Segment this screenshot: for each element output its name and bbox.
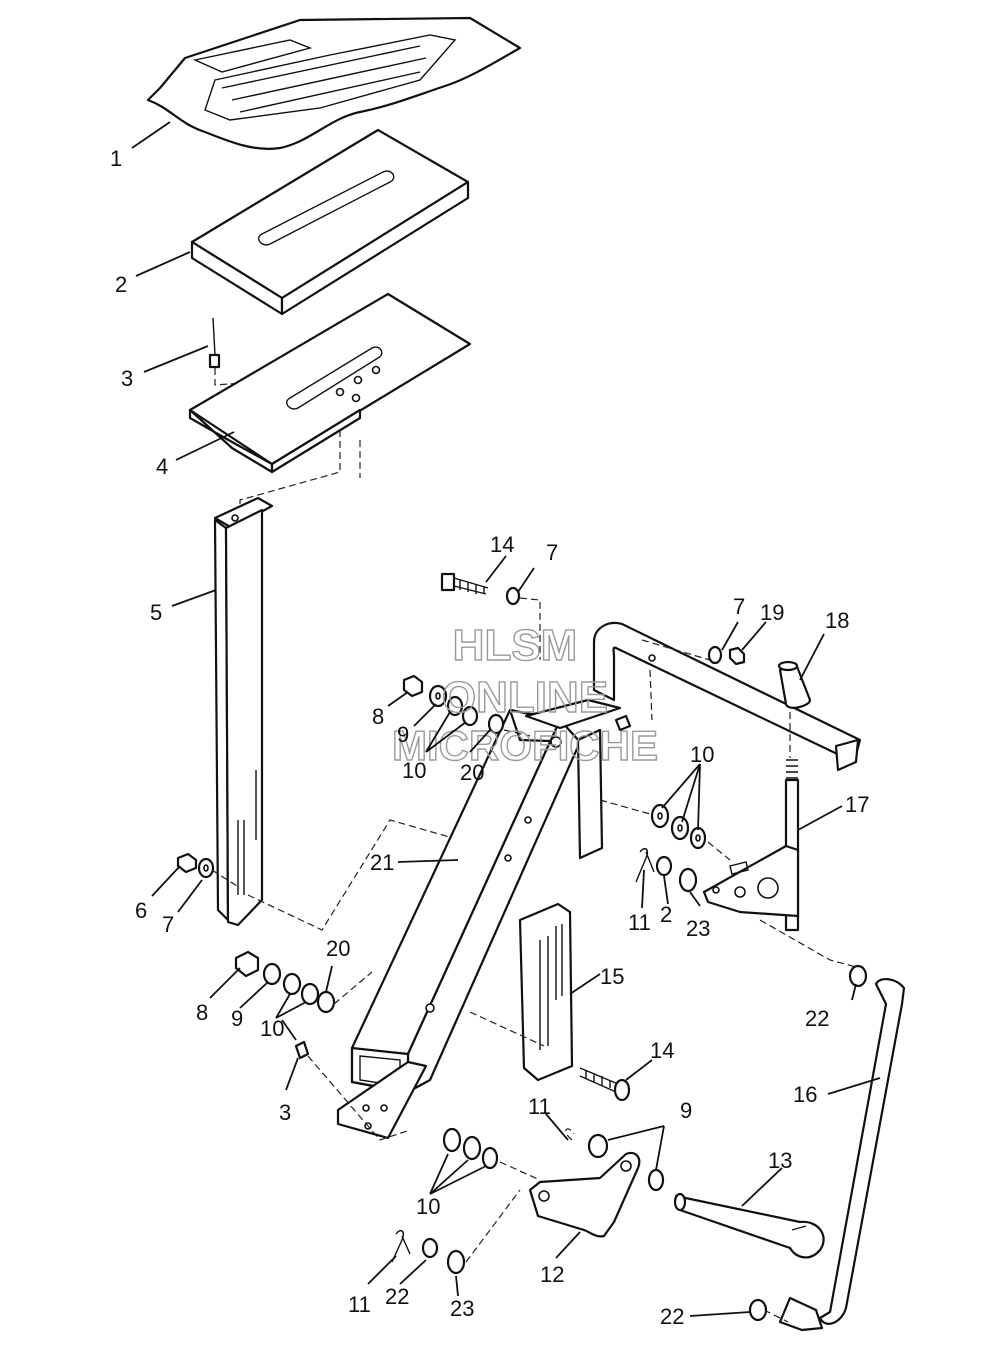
callout-22-pedal: 22 xyxy=(660,1304,684,1329)
part-13-pedal-link xyxy=(673,1192,825,1259)
part-12-pedal-bracket xyxy=(528,1128,641,1238)
callout-4: 4 xyxy=(156,454,168,479)
callout-3-lower: 3 xyxy=(279,1100,291,1125)
callout-10-bottom: 10 xyxy=(416,1194,440,1219)
washers-9-pedal xyxy=(587,1133,665,1192)
callout-9-top: 9 xyxy=(397,722,409,747)
part-handle-tube xyxy=(576,621,862,860)
part-5-seat-post xyxy=(213,496,274,927)
callout-7-right: 7 xyxy=(733,594,745,619)
callout-10-right: 10 xyxy=(690,742,714,767)
part-16-long-rod xyxy=(763,978,906,1332)
washers-22 xyxy=(748,964,868,1322)
callout-10-top: 10 xyxy=(402,758,426,783)
watermark: HLSM ONLINE MICROFICHE xyxy=(391,620,658,769)
callout-17: 17 xyxy=(845,792,869,817)
callout-22-bottom: 22 xyxy=(385,1284,409,1309)
callout-11-bottom: 11 xyxy=(348,1292,371,1317)
callout-23-right: 23 xyxy=(686,916,710,941)
part-17-shift-rod xyxy=(702,759,861,969)
callout-20-lower: 20 xyxy=(326,936,350,961)
washers-upper-left xyxy=(402,674,531,737)
callout-16: 16 xyxy=(793,1082,817,1107)
callout-2: 2 xyxy=(115,272,127,297)
watermark-line2: ONLINE xyxy=(442,673,608,722)
part-6-7-nut-washer-left xyxy=(176,852,241,889)
part-18-knob xyxy=(777,660,812,758)
part-1-seat-carpet xyxy=(146,16,522,150)
callout-8-top: 8 xyxy=(372,704,384,729)
callout-9-lower: 9 xyxy=(231,1006,243,1031)
callout-22-right: 22 xyxy=(805,1006,829,1031)
callout-7-top: 7 xyxy=(546,540,558,565)
callout-10-lower: 10 xyxy=(260,1016,284,1041)
part-14-bolt-lower xyxy=(579,1067,631,1102)
callout-23-bottom: 23 xyxy=(450,1296,474,1321)
callout-6: 6 xyxy=(135,898,147,923)
callout-11-right: 11 xyxy=(628,910,651,935)
part-4-seat-pan xyxy=(188,292,472,510)
callout-7-left: 7 xyxy=(162,912,174,937)
washers-right xyxy=(599,799,731,893)
callout-2-right: 2 xyxy=(660,902,672,927)
watermark-line3: MICROFICHE xyxy=(392,722,658,769)
callout-15: 15 xyxy=(600,964,624,989)
callout-21: 21 xyxy=(370,850,394,875)
part-7-19-nut-washer-right xyxy=(707,645,746,666)
callout-20-top: 20 xyxy=(460,760,484,785)
part-15-bracket xyxy=(469,902,574,1082)
callout-5: 5 xyxy=(150,600,162,625)
callout-9-pedal: 9 xyxy=(680,1098,692,1123)
callout-13: 13 xyxy=(768,1148,792,1173)
callout-14-top: 14 xyxy=(490,532,514,557)
callout-3: 3 xyxy=(121,366,133,391)
part-14-bolt-top xyxy=(440,572,541,660)
part-2-seat-pad xyxy=(190,128,470,316)
callout-1: 1 xyxy=(110,146,122,171)
callout-18: 18 xyxy=(825,608,849,633)
leader-lines xyxy=(131,121,881,1317)
callout-labels: 1 2 3 4 5 6 7 14 7 7 19 18 8 9 10 20 21 … xyxy=(110,146,869,1329)
callout-19: 19 xyxy=(760,600,784,625)
washers-lower-left xyxy=(234,950,411,1141)
washers-bottom xyxy=(391,1127,541,1275)
watermark-line1: HLSM xyxy=(453,621,578,670)
callout-12: 12 xyxy=(540,1262,564,1287)
part-21-main-tube xyxy=(336,698,632,1140)
callout-8-lower: 8 xyxy=(196,1000,208,1025)
callout-14-lower: 14 xyxy=(650,1038,674,1063)
callout-11-mid: 11 xyxy=(528,1094,551,1119)
